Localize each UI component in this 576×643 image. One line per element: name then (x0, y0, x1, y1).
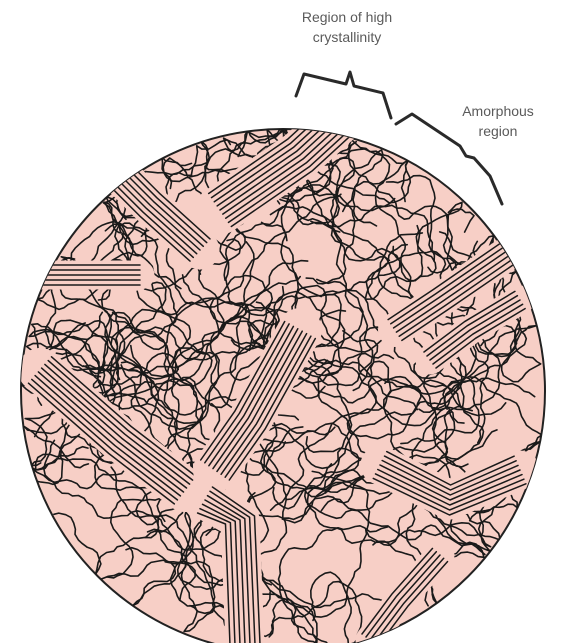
crystallinity-label-line-1: Region of high (262, 8, 432, 26)
crystallinity-bracket (296, 72, 391, 118)
crystalline-bundle (18, 265, 140, 285)
amorphous-label-line-1: Amorphous (438, 102, 558, 120)
crystallinity-label-line-2: crystallinity (262, 28, 432, 46)
amorphous-label-line-2: region (438, 122, 558, 140)
